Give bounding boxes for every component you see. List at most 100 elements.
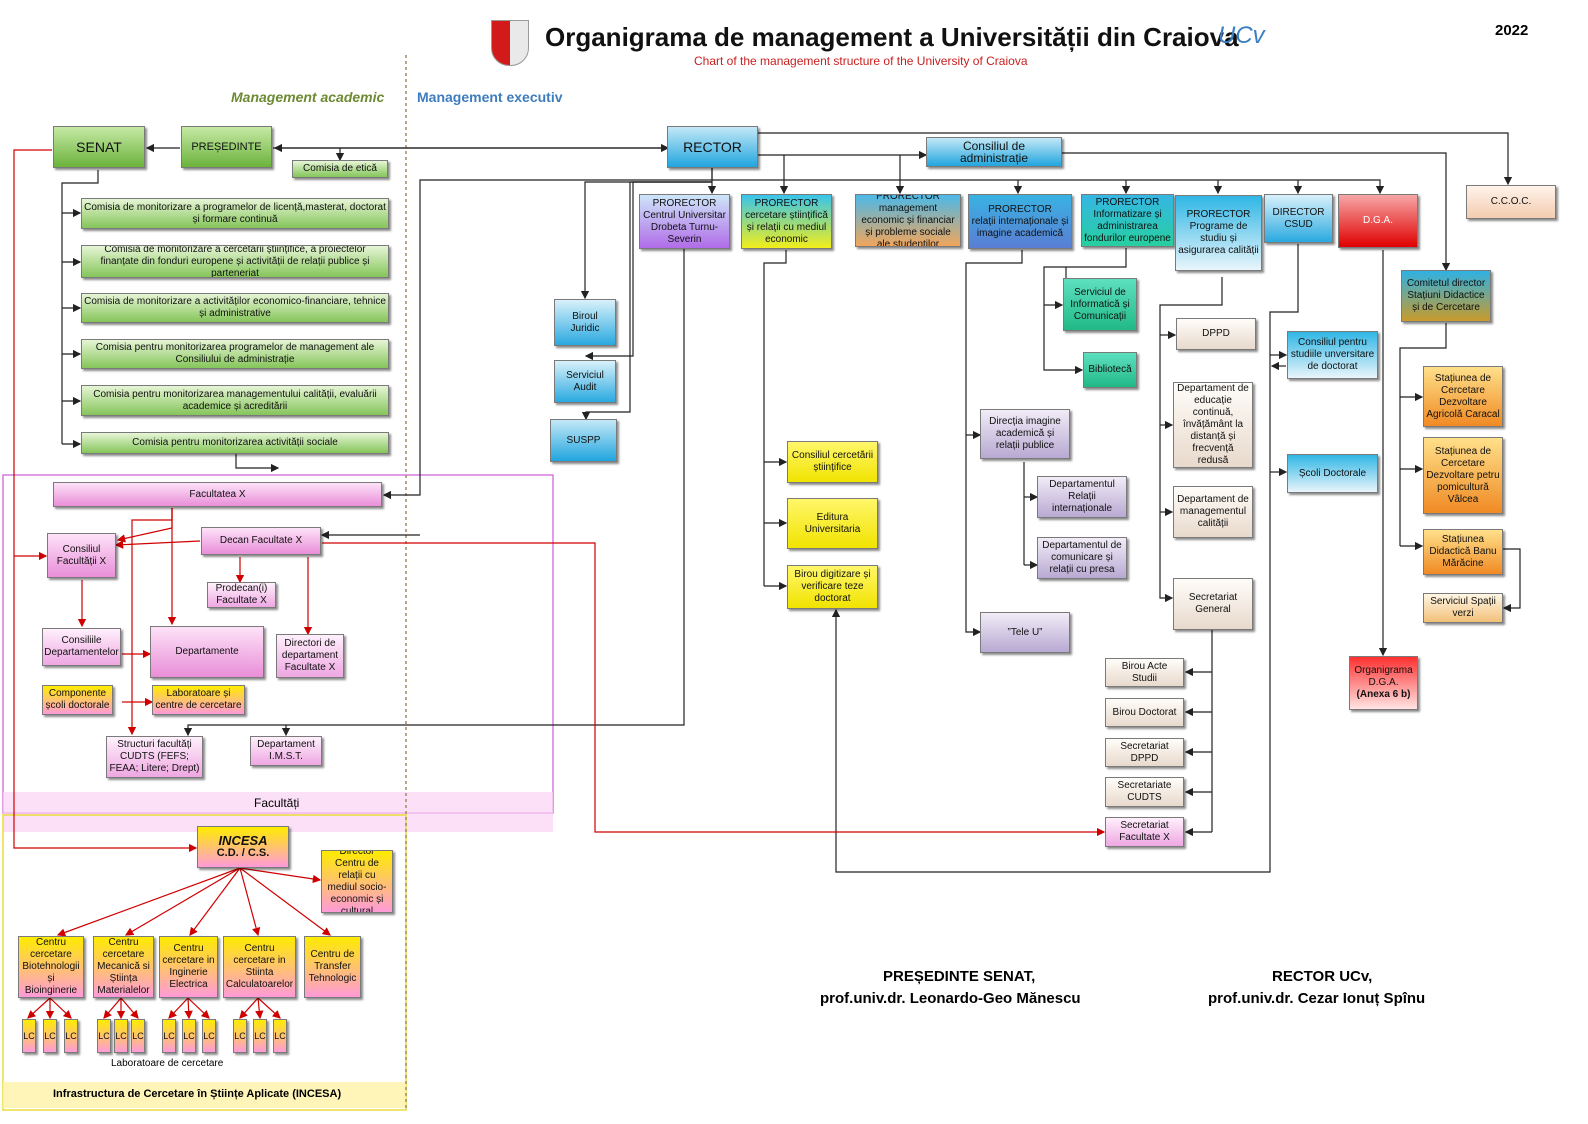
centru-transfer[interactable]: Centru de Transfer Tehnologic: [304, 936, 361, 998]
directia-imagine-box[interactable]: Direcția imagine academică și relații pu…: [980, 409, 1070, 459]
lab-lc[interactable]: LC: [97, 1019, 111, 1053]
departamente-box[interactable]: Departamente: [150, 626, 264, 678]
incesa-cd-box[interactable]: INCESA C.D. / C.S.: [197, 826, 289, 868]
scoli-doctorale-box[interactable]: Școli Doctorale: [1287, 454, 1378, 493]
biroul-juridic-box[interactable]: Biroul Juridic: [554, 299, 616, 346]
prodecan-box[interactable]: Prodecan(i) Facultate X: [207, 582, 276, 608]
serviciul-audit-box[interactable]: Serviciul Audit: [554, 360, 616, 403]
dep-managementul-calitatii-box[interactable]: Departament de managementul calității: [1173, 486, 1253, 538]
prorector-desc: relații internaționale și imagine academ…: [971, 215, 1069, 239]
consilii-departamente-box[interactable]: Consiliile Departamentelor: [42, 628, 121, 666]
prorector-title: PRORECTOR: [1186, 209, 1251, 220]
director-centru-box[interactable]: Director Centru de relații cu mediul soc…: [321, 850, 393, 913]
centru-biotehnologii[interactable]: Centru cercetare Biotehnologii și Bioing…: [18, 936, 84, 998]
consiliu-studii-doctorat-box[interactable]: Consiliul pentru studiile unversitare de…: [1287, 331, 1378, 379]
director-csud-box[interactable]: DIRECTOR CSUD: [1264, 194, 1333, 243]
departament-imst-box[interactable]: Departament I.M.S.T.: [250, 736, 322, 766]
structuri-cudts-box[interactable]: Structuri facultăți CUDTS (FEFS; FEAA; L…: [106, 736, 203, 778]
lab-lc[interactable]: LC: [253, 1019, 267, 1053]
labs-label: Laboratoare de cercetare: [111, 1058, 224, 1069]
organigrama-dga-annex: (Anexa 6 b): [1356, 689, 1411, 700]
dep-relatii-internationale-box[interactable]: Departamentul Relații internaționale: [1037, 476, 1127, 518]
editura-box[interactable]: Editura Universitaria: [787, 498, 878, 549]
prorector-cercetare[interactable]: PRORECTOR cercetare științifică și relaț…: [741, 194, 832, 249]
sic-box[interactable]: Serviciul de Informatică și Comunicații: [1063, 278, 1137, 331]
page-subtitle: Chart of the management structure of the…: [694, 54, 1028, 68]
centru-inginerie-electrica[interactable]: Centru cercetare in Inginerie Electrica: [159, 936, 218, 998]
lab-lc[interactable]: LC: [182, 1019, 196, 1053]
senat-box[interactable]: SENAT: [53, 126, 145, 168]
lab-lc[interactable]: LC: [131, 1019, 145, 1053]
prorector-informatizare[interactable]: PRORECTOR Informatizare și administrarea…: [1081, 194, 1174, 247]
organigrama-dga-box[interactable]: Organigrama D.G.A. (Anexa 6 b): [1349, 656, 1418, 710]
secretariat-dppd-box[interactable]: Secretariat DPPD: [1105, 738, 1184, 767]
statiune-caracal-box[interactable]: Stațiunea de Cercetare Dezvoltare Agrico…: [1423, 366, 1503, 427]
laboratoare-centre-box[interactable]: Laboratoare și centre de cercetare: [152, 685, 245, 715]
lab-lc[interactable]: LC: [114, 1019, 128, 1053]
commission-economic[interactable]: Comisia de monitorizare a activităților …: [81, 293, 389, 323]
commission-ca-programs[interactable]: Comisia pentru monitorizarea programelor…: [81, 339, 389, 369]
lab-lc[interactable]: LC: [202, 1019, 216, 1053]
statiune-valcea-box[interactable]: Stațiunea de Cercetare Dezvoltare petru …: [1423, 437, 1503, 514]
tele-u-box[interactable]: ”Tele U”: [980, 612, 1070, 653]
dep-comunicare-box[interactable]: Departamentul de comunicare și relații c…: [1037, 537, 1127, 579]
dep-educatie-continua-box[interactable]: Departament de educație continuă, învăță…: [1173, 382, 1253, 468]
secretariat-facultate-box[interactable]: Secretariat Facultate X: [1105, 817, 1184, 847]
prorector-title: PRORECTOR: [1095, 196, 1160, 208]
commission-research[interactable]: Comisia de monitorizare a cercetării ști…: [81, 245, 389, 278]
faculties-section-label: Facultăți: [254, 796, 300, 810]
commission-quality[interactable]: Comisia pentru monitorizarea managementu…: [81, 385, 389, 416]
consiliu-facultate-box[interactable]: Consiliul Facultății X: [47, 533, 116, 578]
prorector-desc: cercetare științifică și relații cu medi…: [745, 209, 828, 245]
birou-digitizare-box[interactable]: Birou digitizare și verificare teze doct…: [787, 565, 878, 609]
presedinte-box[interactable]: PREȘEDINTE: [181, 126, 272, 168]
etica-commission[interactable]: Comisia de etică: [292, 160, 388, 178]
consiliu-cercetare-box[interactable]: Consiliul cercetării științifice: [787, 441, 878, 483]
lab-lc[interactable]: LC: [273, 1019, 287, 1053]
ccoc-box[interactable]: C.C.O.C.: [1466, 185, 1556, 219]
page-title: Organigrama de management a Universități…: [545, 22, 1239, 52]
organigrama-dga-label: Organigrama D.G.A.: [1354, 665, 1413, 688]
dga-box[interactable]: D.G.A.: [1338, 194, 1418, 248]
secretariat-general-box[interactable]: Secretariat General: [1173, 578, 1253, 630]
prorector-desc: Informatizare și administrarea fondurilo…: [1084, 208, 1171, 244]
prorector-management-economic[interactable]: PRORECTOR management economic și financi…: [855, 194, 961, 247]
prorector-programe-studiu[interactable]: PRORECTOR Programe de studiu și asigurar…: [1175, 195, 1262, 271]
componente-doctorale-box[interactable]: Componente școli doctorale: [42, 685, 113, 715]
ucv-logo: UCv: [1218, 22, 1265, 49]
lab-lc[interactable]: LC: [162, 1019, 176, 1053]
prorector-title: PRORECTOR: [652, 197, 717, 209]
comitet-director-box[interactable]: Comitetul director Stațiuni Didactice și…: [1401, 270, 1491, 322]
centru-mecanica[interactable]: Centru cercetare Mecanică si Știința Mat…: [93, 936, 154, 998]
spatii-verzi-box[interactable]: Serviciul Spații verzi: [1423, 593, 1503, 623]
consiliu-administratie-box[interactable]: Consiliul de administrație: [926, 137, 1062, 167]
centru-calculatoare[interactable]: Centru cercetare in Stiinta Calculatoare…: [223, 936, 296, 998]
prorector-drobeta[interactable]: PRORECTOR Centrul Universitar Drobeta Tu…: [639, 194, 730, 249]
lab-lc[interactable]: LC: [64, 1019, 78, 1053]
birou-doctorat-box[interactable]: Birou Doctorat: [1105, 698, 1184, 727]
presedinte-senat-name: prof.univ.dr. Leonardo-Geo Mănescu: [820, 990, 1081, 1007]
prorector-title: PRORECTOR: [876, 194, 940, 202]
biblioteca-box[interactable]: Bibliotecă: [1083, 352, 1137, 388]
statiune-banu-maracine-box[interactable]: Stațiunea Didactică Banu Mărăcine: [1423, 529, 1503, 575]
year-label: 2022: [1495, 22, 1529, 39]
rector-box[interactable]: RECTOR: [667, 126, 758, 168]
dppd-box[interactable]: DPPD: [1176, 318, 1256, 350]
prorector-relatii-internationale[interactable]: PRORECTOR relații internaționale și imag…: [968, 194, 1072, 249]
secretariate-cudts-box[interactable]: Secretariate CUDTS: [1105, 777, 1184, 807]
facultate-box[interactable]: Facultatea X: [53, 482, 382, 507]
university-crest: [491, 20, 529, 66]
directori-box[interactable]: Directori de departament Facultate X: [276, 634, 344, 678]
birou-acte-studii-box[interactable]: Birou Acte Studii: [1105, 658, 1184, 687]
prorector-desc: management economic și financiar și prob…: [861, 202, 955, 247]
decan-box[interactable]: Decan Facultate X: [201, 527, 321, 555]
suspp-box[interactable]: SUSPP: [550, 419, 617, 462]
commission-programs[interactable]: Comisia de monitorizare a programelor de…: [81, 198, 389, 229]
commission-social[interactable]: Comisia pentru monitorizarea activității…: [81, 432, 389, 454]
lab-lc[interactable]: LC: [233, 1019, 247, 1053]
incesa-cd-label: C.D. / C.S.: [216, 847, 270, 859]
rector-ucv-name: prof.univ.dr. Cezar Ionuț Spînu: [1208, 990, 1426, 1007]
lab-lc[interactable]: LC: [43, 1019, 57, 1053]
lab-lc[interactable]: LC: [22, 1019, 36, 1053]
